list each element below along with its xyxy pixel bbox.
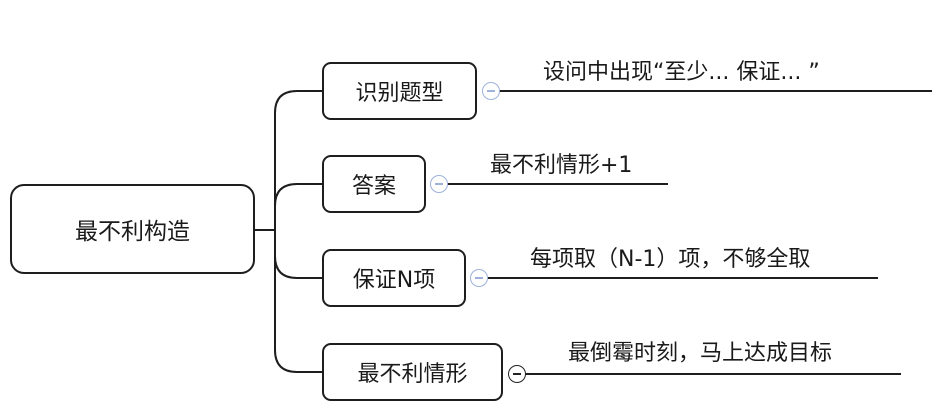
branch-node-answer[interactable]: 答案 xyxy=(322,155,426,213)
branch-node-identify-type[interactable]: 识别题型 xyxy=(322,62,477,120)
branch-label: 最不利情形 xyxy=(357,362,468,387)
collapse-toggle-icon[interactable] xyxy=(482,82,500,100)
collapse-toggle-icon[interactable] xyxy=(470,269,488,287)
root-node[interactable]: 最不利构造 xyxy=(10,184,255,274)
branch-detail-3: 每项取（N-1）项，不够全取 xyxy=(530,247,811,272)
root-label: 最不利构造 xyxy=(75,219,190,245)
branch-node-worst-case[interactable]: 最不利情形 xyxy=(322,343,503,401)
branch-detail-2: 最不利情形+1 xyxy=(490,153,633,178)
branch-node-guarantee-n[interactable]: 保证N项 xyxy=(322,249,466,307)
trunk-line xyxy=(274,90,298,373)
branch-label: 答案 xyxy=(351,174,396,199)
branch-connector-2 xyxy=(274,183,323,207)
branch-connector-3 xyxy=(274,255,323,279)
branch-detail-1: 设问中出现“至少... 保证... ” xyxy=(543,60,820,85)
collapse-toggle-icon[interactable] xyxy=(508,365,526,383)
branch-label: 保证N项 xyxy=(352,268,436,293)
branch-detail-4: 最倒霉时刻，马上达成目标 xyxy=(568,341,833,366)
collapse-toggle-icon[interactable] xyxy=(430,175,448,193)
branch-label: 识别题型 xyxy=(355,81,444,106)
